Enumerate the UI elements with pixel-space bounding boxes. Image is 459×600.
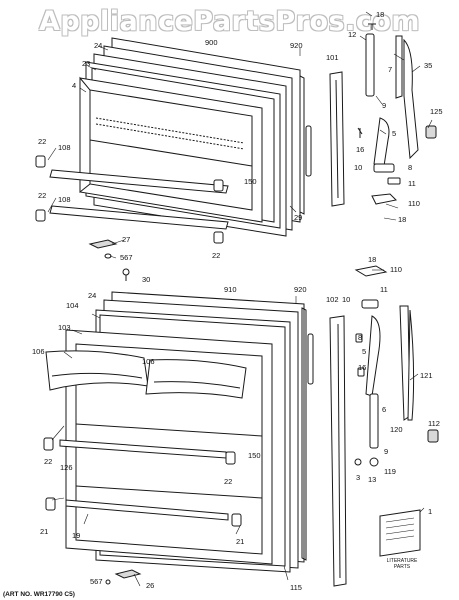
callout-1: 1 xyxy=(428,507,433,516)
callout-19: 19 xyxy=(72,531,81,540)
callout-108-upper: 108 xyxy=(58,143,71,152)
callout-21-left: 21 xyxy=(40,527,49,536)
callout-910: 910 xyxy=(224,285,237,294)
callout-18: 18 xyxy=(376,10,385,19)
callout-110-lower: 110 xyxy=(390,265,402,274)
dairy-compartment-doors xyxy=(45,350,247,399)
callout-101: 101 xyxy=(326,53,339,62)
callout-103: 103 xyxy=(58,323,71,332)
lower-screw-567 xyxy=(105,569,142,585)
callout-120: 120 xyxy=(390,425,403,434)
callout-115: 115 xyxy=(290,583,302,592)
callout-119: 119 xyxy=(384,467,396,476)
callout-24-lower: 24 xyxy=(88,291,97,300)
callout-121: 121 xyxy=(420,371,433,380)
callout-12: 12 xyxy=(348,30,357,39)
literature-label-line1: LITERATURE xyxy=(386,558,418,564)
callout-106-left: 106 xyxy=(32,347,45,356)
lower-hinge-parts xyxy=(354,265,439,467)
upper-hinge-parts xyxy=(357,23,437,205)
freezer-shelf-lower xyxy=(49,205,229,230)
literature-label-line2: PARTS xyxy=(393,564,411,570)
callout-22-fresh-right: 22 xyxy=(224,477,233,486)
callout-920: 920 xyxy=(290,41,303,50)
callout-7: 7 xyxy=(388,65,393,74)
callout-22-freezer-right: 22 xyxy=(212,251,221,260)
callout-26: 26 xyxy=(146,581,155,590)
callout-920-lower: 920 xyxy=(294,285,307,294)
callout-110-upper: 110 xyxy=(408,199,420,208)
callout-5-lower: 5 xyxy=(362,347,367,356)
callout-112: 112 xyxy=(428,419,440,428)
callout-150: 150 xyxy=(244,177,257,186)
callout-13: 13 xyxy=(368,475,377,484)
callout-16: 16 xyxy=(356,145,365,154)
freezer-screw-567 xyxy=(88,239,118,259)
callout-4: 4 xyxy=(72,81,77,90)
callout-29: 29 xyxy=(294,213,303,222)
callout-10: 10 xyxy=(354,163,363,172)
callout-16-lower: 16 xyxy=(358,363,367,372)
callout-35: 35 xyxy=(424,61,433,70)
literature-parts-booklet xyxy=(379,509,421,557)
callout-21-right: 21 xyxy=(236,537,245,546)
callout-900: 900 xyxy=(205,38,218,47)
callout-3: 3 xyxy=(356,473,361,482)
fresh-food-brackets xyxy=(43,437,242,527)
callout-125: 125 xyxy=(430,107,443,116)
callout-22-freezer-top: 22 xyxy=(38,137,47,146)
fresh-food-door-trim xyxy=(301,307,314,561)
freezer-door-trim xyxy=(299,75,312,215)
callout-30: 30 xyxy=(142,275,151,284)
callout-567-upper: 567 xyxy=(120,253,133,262)
callout-6: 6 xyxy=(382,405,387,414)
callout-27: 27 xyxy=(122,235,131,244)
callout-8: 8 xyxy=(408,163,413,172)
callout-5: 5 xyxy=(392,129,397,138)
art-number: (ART NO. WR17790 C5) xyxy=(3,591,75,598)
literature-label: LITERATURE PARTS xyxy=(382,558,422,570)
freezer-shelf-upper xyxy=(49,169,229,194)
freezer-shelf-brackets xyxy=(35,155,224,244)
screw-30 xyxy=(122,268,130,281)
callout-8-lower: 8 xyxy=(358,333,363,342)
callout-10-lower: 10 xyxy=(342,295,351,304)
freezer-handle xyxy=(329,71,345,207)
callout-18-mid: 18 xyxy=(398,215,407,224)
leader-lines xyxy=(47,11,433,587)
callout-24: 24 xyxy=(94,41,103,50)
callout-150-lower: 150 xyxy=(248,451,261,460)
callout-18-lower: 18 xyxy=(368,255,377,264)
callout-102: 102 xyxy=(326,295,339,304)
callout-9-lower: 9 xyxy=(384,447,389,456)
callout-22-fresh-left: 22 xyxy=(44,457,53,466)
callout-567-lower: 567 xyxy=(90,577,103,586)
callout-104: 104 xyxy=(66,301,79,310)
callout-22-freezer-mid: 22 xyxy=(38,191,47,200)
callout-11: 11 xyxy=(408,179,416,188)
callout-108-lower: 108 xyxy=(58,195,71,204)
callout-9: 9 xyxy=(382,101,387,110)
callout-11-lower: 11 xyxy=(380,285,388,294)
fresh-food-handle xyxy=(329,315,347,587)
callout-23: 23 xyxy=(82,59,91,68)
watermark: AppliancePartsPros.com xyxy=(38,6,421,37)
callout-126: 126 xyxy=(60,463,73,472)
callout-106-center: 106 xyxy=(142,357,155,366)
